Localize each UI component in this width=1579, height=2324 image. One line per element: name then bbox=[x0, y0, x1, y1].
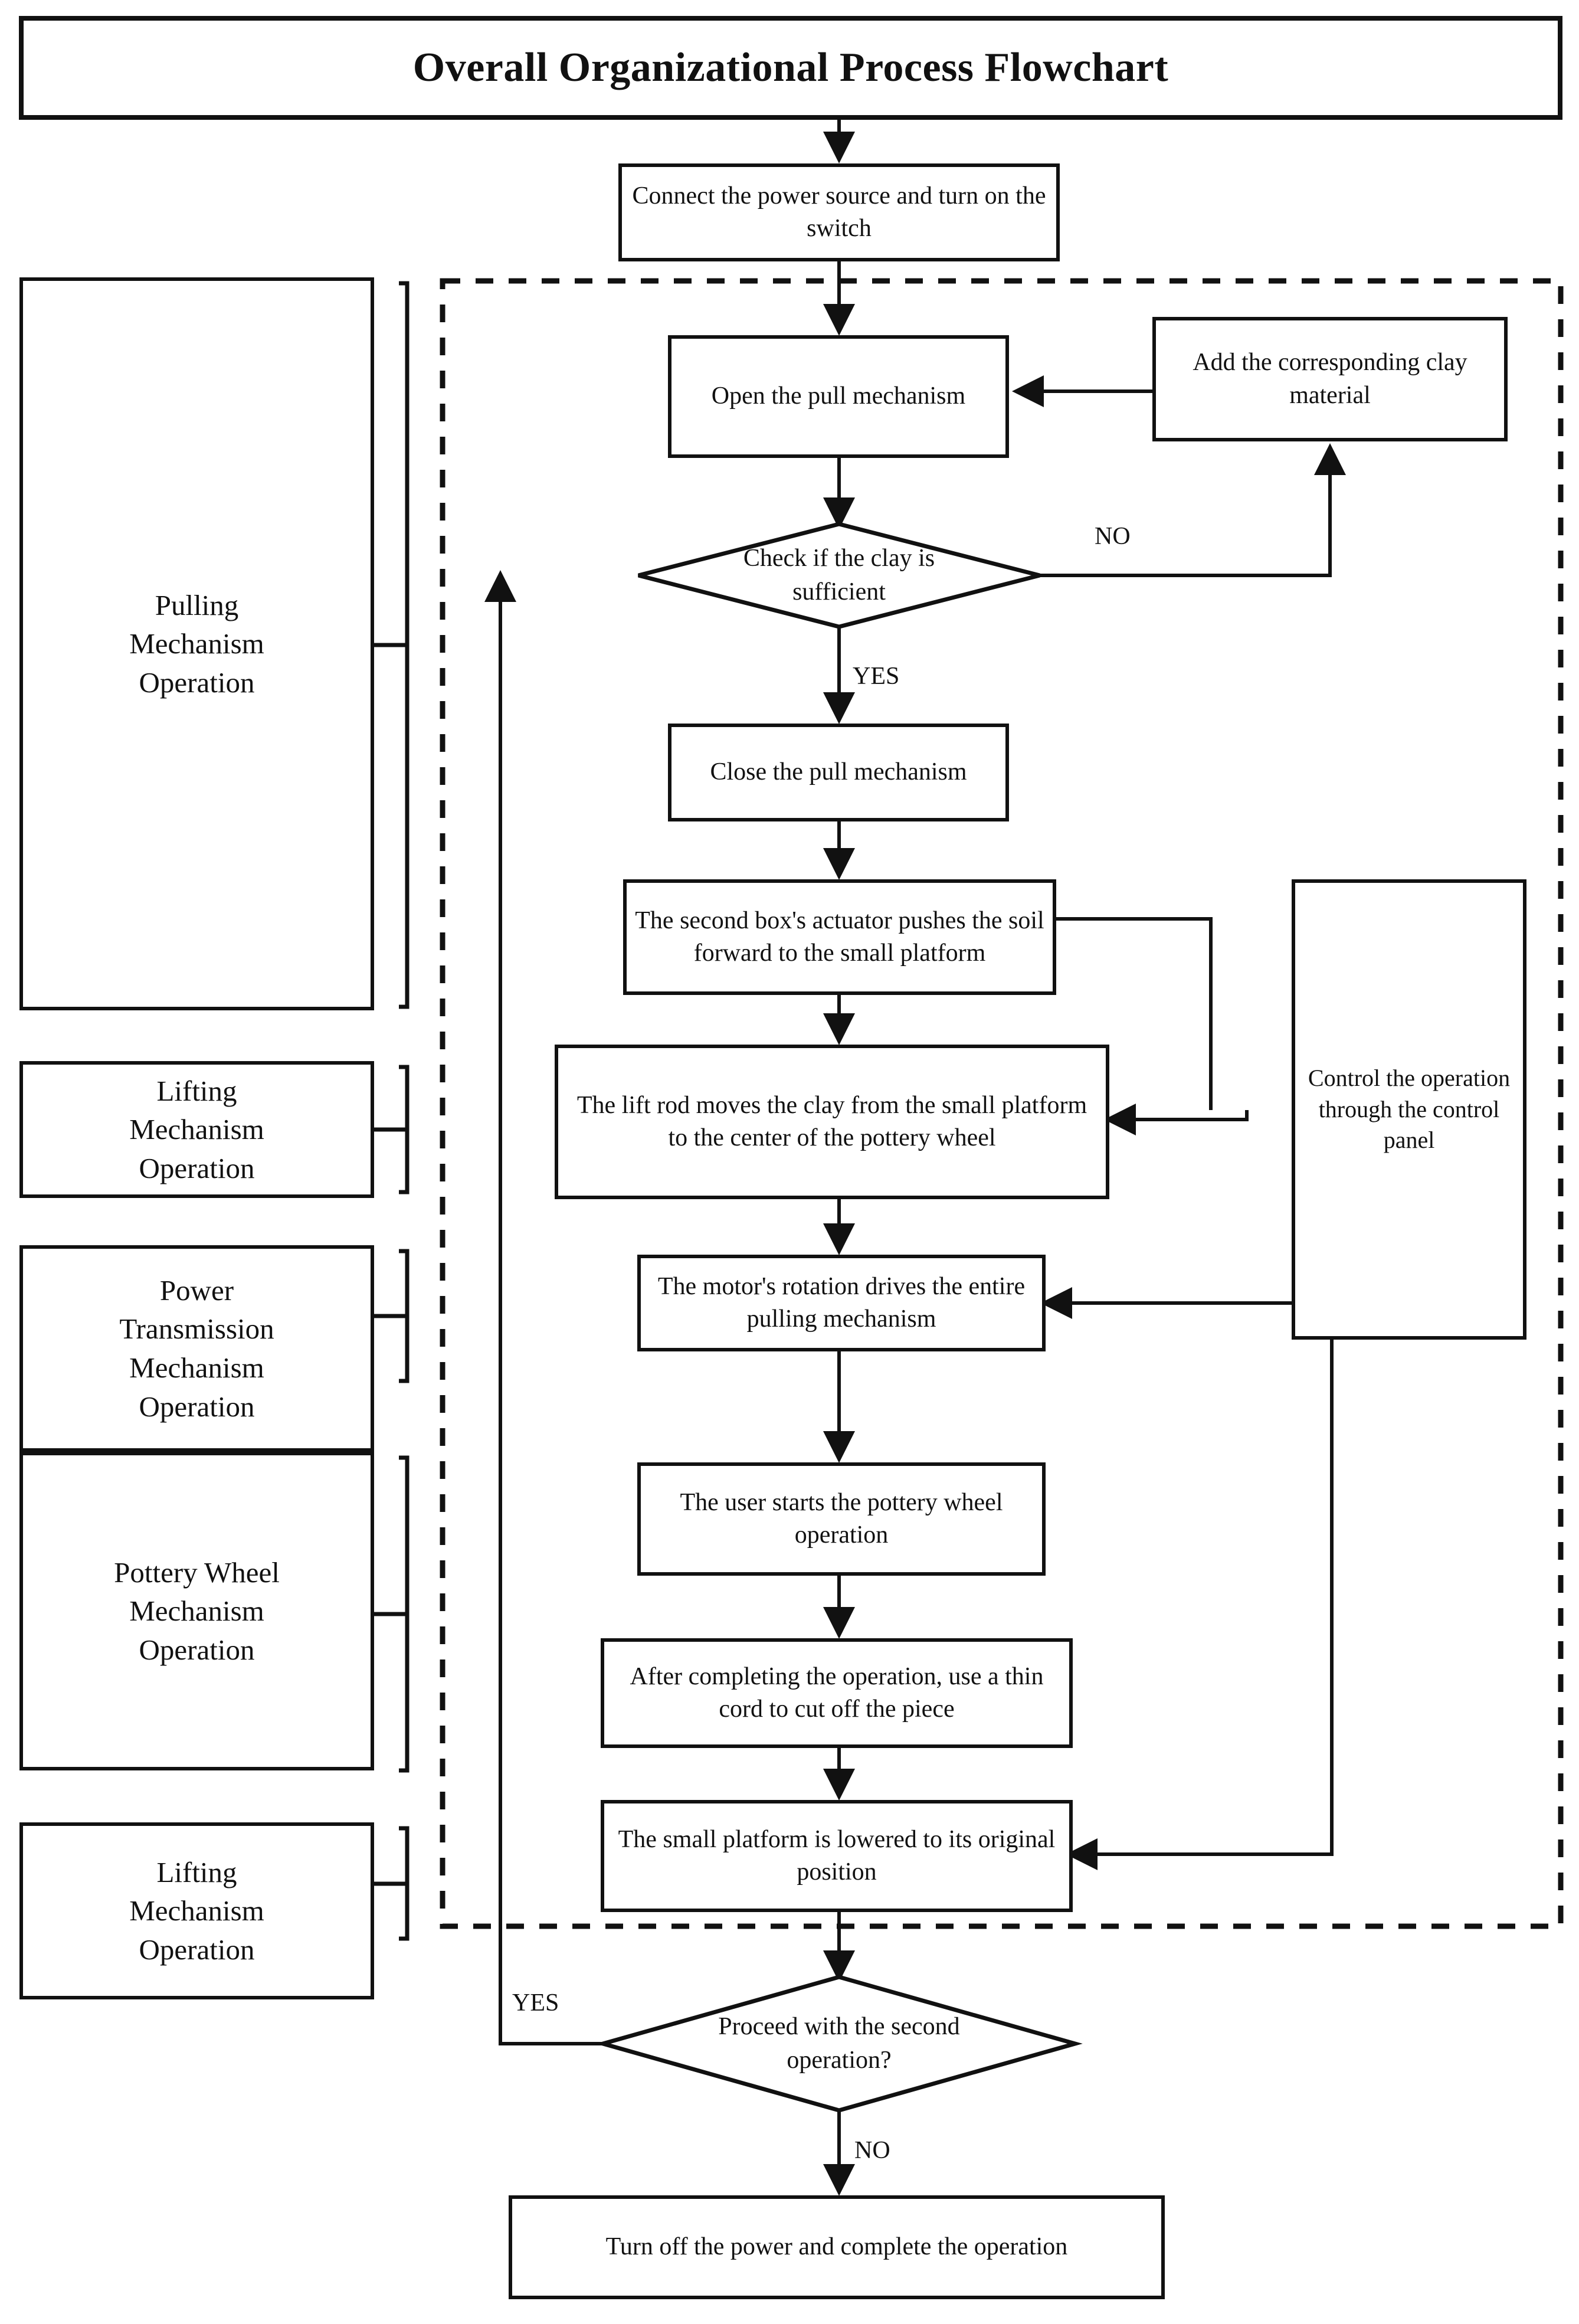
node-lift-rod-label: The lift rod moves the clay from the sma… bbox=[576, 1091, 1087, 1151]
sidebar-item-lifting-1-label: Lifting Mechanism Operation bbox=[129, 1074, 264, 1184]
node-start-label: Connect the power source and turn on the… bbox=[632, 182, 1046, 242]
sidebar-item-lifting-1[interactable]: Lifting Mechanism Operation bbox=[19, 1061, 374, 1198]
sidebar-item-power-label: Power Transmission Mechanism Operation bbox=[119, 1274, 274, 1423]
sidebar-item-pottery-label: Pottery Wheel Mechanism Operation bbox=[114, 1556, 280, 1666]
edge-label-second-no: NO bbox=[854, 2137, 890, 2164]
node-control-panel[interactable]: Control the operation through the contro… bbox=[1292, 879, 1526, 1340]
node-platform-lowered-label: The small platform is lowered to its ori… bbox=[618, 1825, 1056, 1886]
decision-second-operation bbox=[595, 1975, 1083, 2113]
page-title-box: Overall Organizational Process Flowchart bbox=[19, 16, 1562, 120]
node-close-pull[interactable]: Close the pull mechanism bbox=[668, 724, 1009, 821]
node-add-clay[interactable]: Add the corresponding clay material bbox=[1152, 317, 1508, 441]
node-lift-rod[interactable]: The lift rod moves the clay from the sma… bbox=[555, 1045, 1109, 1199]
edge-label-clay-yes: YES bbox=[853, 663, 900, 690]
edge-control-to-platform bbox=[1066, 1110, 1334, 1870]
node-motor-rotation-label: The motor's rotation drives the entire p… bbox=[657, 1272, 1026, 1333]
decision-check-clay bbox=[638, 522, 1040, 629]
sidebar-item-pottery[interactable]: Pottery Wheel Mechanism Operation bbox=[19, 1452, 374, 1770]
edge-label-second-yes: YES bbox=[512, 1989, 559, 2017]
page-title: Overall Organizational Process Flowchart bbox=[412, 45, 1169, 90]
dashed-group-boundary bbox=[440, 278, 1564, 1929]
edge-label-clay-no: NO bbox=[1095, 523, 1131, 550]
node-add-clay-label: Add the corresponding clay material bbox=[1193, 349, 1467, 409]
node-turn-off-label: Turn off the power and complete the oper… bbox=[605, 2233, 1068, 2261]
sidebar-item-pulling-label: Pulling Mechanism Operation bbox=[129, 588, 264, 699]
node-open-pull[interactable]: Open the pull mechanism bbox=[668, 335, 1009, 458]
node-motor-rotation[interactable]: The motor's rotation drives the entire p… bbox=[637, 1255, 1046, 1351]
node-platform-lowered[interactable]: The small platform is lowered to its ori… bbox=[601, 1800, 1073, 1912]
sidebar-item-lifting-2-label: Lifting Mechanism Operation bbox=[129, 1855, 264, 1966]
node-control-panel-label: Control the operation through the contro… bbox=[1308, 1064, 1511, 1154]
node-cut-piece[interactable]: After completing the operation, use a th… bbox=[601, 1638, 1073, 1748]
sidebar-item-power[interactable]: Power Transmission Mechanism Operation bbox=[19, 1245, 374, 1452]
node-open-pull-label: Open the pull mechanism bbox=[711, 382, 966, 410]
node-start[interactable]: Connect the power source and turn on the… bbox=[618, 163, 1060, 261]
edge-control-to-actuator bbox=[1018, 903, 1213, 1110]
node-close-pull-label: Close the pull mechanism bbox=[710, 758, 967, 786]
node-actuator-push-label: The second box's actuator pushes the soi… bbox=[635, 906, 1044, 967]
node-cut-piece-label: After completing the operation, use a th… bbox=[630, 1662, 1044, 1723]
node-user-starts-label: The user starts the pottery wheel operat… bbox=[680, 1488, 1003, 1549]
sidebar-item-lifting-2[interactable]: Lifting Mechanism Operation bbox=[19, 1822, 374, 1999]
edge-check-no-to-addclay bbox=[1040, 443, 1346, 577]
node-user-starts[interactable]: The user starts the pottery wheel operat… bbox=[637, 1462, 1046, 1576]
node-turn-off[interactable]: Turn off the power and complete the oper… bbox=[509, 2195, 1165, 2299]
node-actuator-push[interactable]: The second box's actuator pushes the soi… bbox=[623, 879, 1056, 995]
sidebar-item-pulling[interactable]: Pulling Mechanism Operation bbox=[19, 277, 374, 1010]
edge-control-to-liftrod bbox=[1104, 1104, 1249, 1135]
